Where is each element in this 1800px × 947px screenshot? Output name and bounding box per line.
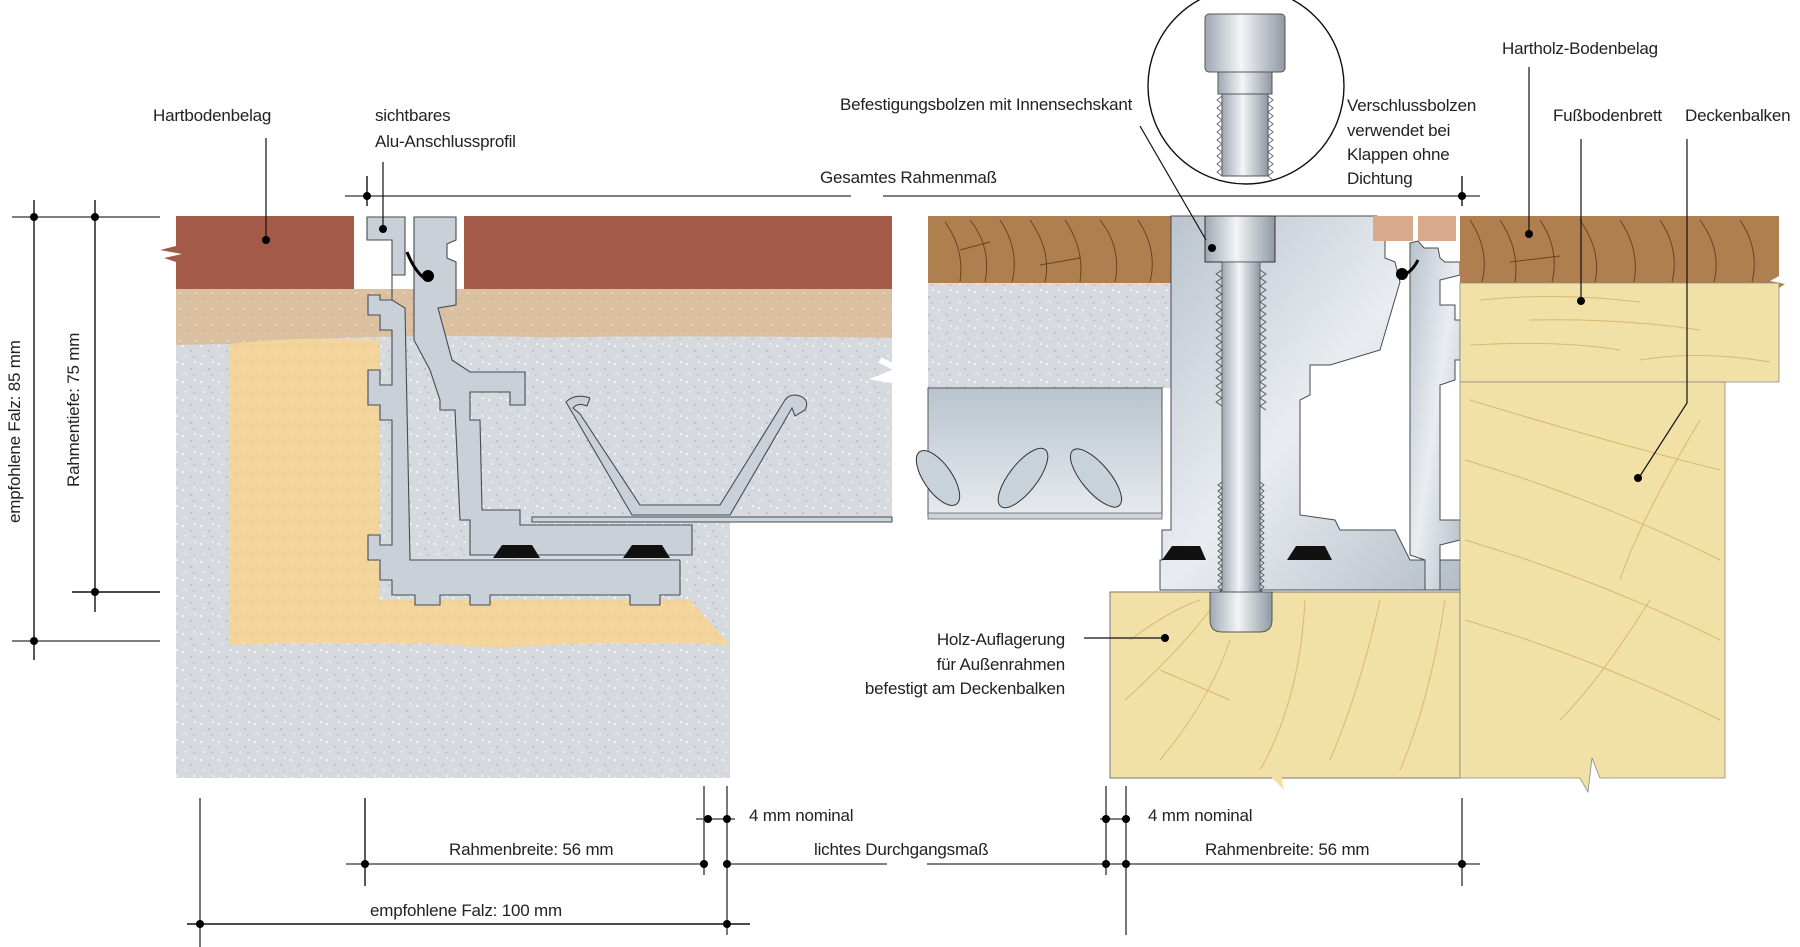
text-labels: Hartbodenbelag sichtbares Alu-Anschlussp… [5, 39, 1791, 920]
hardwood-grain-fixed [1469, 219, 1755, 283]
hard-floor-tile-left [160, 216, 354, 289]
closing-bolt-shank [1221, 93, 1269, 177]
outer-frame-profile-left [366, 216, 681, 606]
seal-gasket-right-1 [1162, 546, 1206, 560]
outer-frame-profile-right [1409, 240, 1461, 591]
ceiling-joist [1459, 381, 1726, 794]
label-befestigungsbolzen: Befestigungsbolzen mit Innensechskant [840, 95, 1133, 114]
dimension-lines [12, 176, 1480, 947]
lift-seal-bulb-right [1396, 268, 1408, 280]
tray-base-strip-right [927, 512, 1163, 520]
copper-insert-1 [1373, 216, 1413, 241]
dim-nominal-right: 4 mm nominal [1148, 806, 1252, 825]
tray-insert-left [565, 394, 808, 516]
dim-empfohlene-falz-85: empfohlene Falz: 85 mm [5, 340, 24, 523]
concrete-fill-right [928, 283, 1171, 388]
dim-empfohlene-falz-100: empfohlene Falz: 100 mm [370, 901, 562, 920]
lift-seal-bulb-left [422, 270, 434, 282]
label-holz-auflagerung-2: für Außenrahmen [937, 655, 1065, 674]
label-alu-profil-2: Alu-Anschlussprofil [375, 132, 516, 151]
seal-gasket-left-1 [493, 545, 540, 558]
label-verschlussbolzen-1: Verschlussbolzen [1347, 96, 1476, 115]
fixing-bolt-head [1204, 215, 1276, 263]
label-verschlussbolzen-2: verwendet bei [1347, 121, 1450, 140]
screed-layer-left [176, 289, 892, 345]
bolt-socket [1209, 591, 1273, 633]
tray-floor-plate-left [531, 516, 893, 523]
dim-lichtes-durchgangsmass: lichtes Durchgangsmaß [814, 840, 988, 859]
label-holz-auflagerung-3: befestigt am Deckenbalken [865, 679, 1065, 698]
right-section [915, 215, 1785, 794]
concrete-fill-right-of-profile [476, 336, 892, 520]
bolt-detail-circle [1147, 0, 1345, 185]
label-hartholz-bodenbelag: Hartholz-Bodenbelag [1502, 39, 1658, 58]
label-holz-auflagerung-1: Holz-Auflagerung [937, 630, 1065, 649]
dim-nominal-left: 4 mm nominal [749, 806, 853, 825]
label-deckenbalken: Deckenbalken [1685, 106, 1790, 125]
closing-bolt-thread [1216, 95, 1274, 181]
closing-bolt-neck [1217, 71, 1273, 95]
leader-lines [262, 67, 1688, 642]
label-hartbodenbelag: Hartbodenbelag [153, 106, 271, 125]
fixing-bolt-shank [1221, 261, 1261, 611]
hardwood-floor-cover [928, 216, 1171, 283]
seal-gasket-right-2 [1287, 546, 1332, 560]
seal-gasket-left-2 [623, 545, 670, 558]
timber-bearer [1109, 591, 1461, 779]
joist-grain [1464, 399, 1721, 721]
label-verschlussbolzen-3: Klappen ohne [1347, 145, 1450, 164]
label-fussbodenbrett: Fußbodenbrett [1553, 106, 1662, 125]
sand-bedding [230, 338, 730, 648]
cover-frame-profile-left [413, 216, 693, 556]
label-verschlussbolzen-4: Dichtung [1347, 169, 1413, 188]
tray-slots [915, 447, 1123, 509]
copper-insert-2 [1418, 216, 1456, 241]
floorboard-grain [1469, 295, 1771, 363]
left-section [160, 216, 893, 778]
timber-bearer-break [1272, 758, 1284, 790]
dim-rahmentiefe-75: Rahmentiefe: 75 mm [64, 333, 83, 487]
dim-rahmenbreite-right: Rahmenbreite: 56 mm [1205, 840, 1369, 859]
hardwood-grain-cover [944, 219, 1153, 283]
dim-rahmenbreite-left: Rahmenbreite: 56 mm [449, 840, 613, 859]
floorboard [1459, 282, 1780, 383]
label-gesamtes-rahmenmass: Gesamtes Rahmenmaß [820, 168, 997, 187]
hard-floor-tile-right [464, 216, 892, 289]
bolt-thread [1215, 269, 1267, 606]
label-alu-profil-1: sichtbares [375, 106, 450, 125]
break-symbol [868, 357, 908, 385]
closing-bolt-head [1204, 13, 1286, 73]
timber-bearer-grain [1124, 599, 1446, 771]
hardwood-floor-fixed [1460, 216, 1785, 288]
